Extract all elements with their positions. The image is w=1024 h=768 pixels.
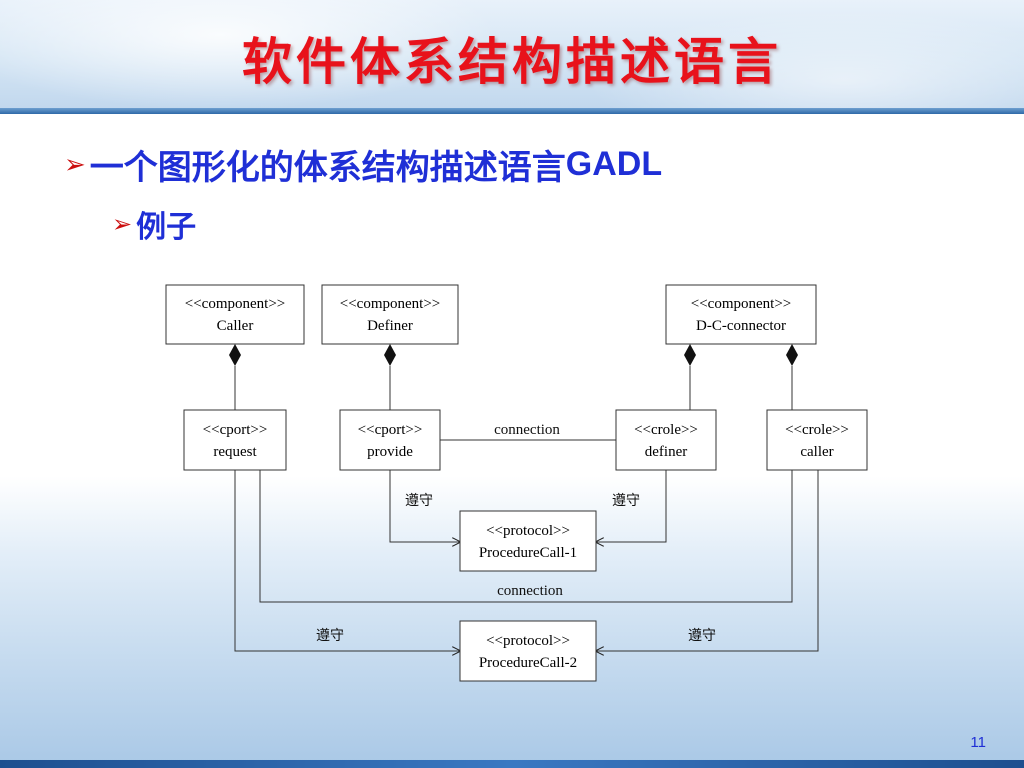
bullet-1-text: 一个图形化的体系结构描述语言 bbox=[89, 148, 566, 188]
node-stereotype: <<component>> bbox=[340, 296, 441, 312]
label-obey: 遵守 bbox=[612, 492, 640, 509]
edge-provide-proc1 bbox=[389, 470, 460, 542]
node-name: provide bbox=[367, 444, 413, 460]
node-name: request bbox=[213, 444, 257, 460]
bullet-level-2: ➢ 例子 bbox=[112, 202, 196, 246]
bullet-level-1: ➢ 一个图形化的体系结构描述语言 GADL bbox=[64, 140, 662, 189]
node-name: ProcedureCall-2 bbox=[479, 655, 577, 671]
label-obey: 遵守 bbox=[316, 627, 344, 644]
node-protocol-procedurecall-1: <<protocol>> ProcedureCall-1 bbox=[459, 510, 597, 572]
node-crole-caller: <<crole>> caller bbox=[766, 409, 868, 471]
label-obey: 遵守 bbox=[405, 492, 433, 509]
node-name: Caller bbox=[217, 318, 254, 334]
node-name: Definer bbox=[367, 318, 413, 334]
label-connection-top: connection bbox=[494, 422, 560, 438]
node-stereotype: <<cport>> bbox=[203, 422, 268, 438]
diamond-icon bbox=[384, 344, 396, 366]
title-bar bbox=[0, 0, 1024, 108]
label-obey: 遵守 bbox=[688, 627, 716, 644]
node-stereotype: <<protocol>> bbox=[486, 523, 570, 539]
diamond-icon bbox=[684, 344, 696, 366]
footer-strip bbox=[0, 760, 1024, 768]
node-name: ProcedureCall-1 bbox=[479, 545, 577, 561]
node-protocol-procedurecall-2: <<protocol>> ProcedureCall-2 bbox=[459, 620, 597, 682]
obey-edges bbox=[234, 470, 819, 651]
diamond-icon bbox=[786, 344, 798, 366]
bullet-arrow-icon: ➢ bbox=[64, 149, 86, 180]
diamond-icon bbox=[229, 344, 241, 366]
node-stereotype: <<component>> bbox=[185, 296, 286, 312]
edge-role-definer-proc1 bbox=[596, 470, 667, 542]
node-stereotype: <<crole>> bbox=[785, 422, 849, 438]
node-component-definer: <<component>> Definer bbox=[321, 284, 459, 345]
node-component-caller: <<component>> Caller bbox=[165, 284, 305, 345]
title-sheen bbox=[0, 0, 500, 108]
edge-labels: connection connection 遵守 遵守 遵守 遵守 bbox=[316, 422, 716, 644]
node-stereotype: <<protocol>> bbox=[486, 633, 570, 649]
node-stereotype: <<cport>> bbox=[358, 422, 423, 438]
node-name: definer bbox=[645, 444, 687, 460]
edge-role-caller-proc2 bbox=[596, 470, 819, 651]
page-number: 11 bbox=[970, 734, 986, 751]
node-name: D-C-connector bbox=[696, 318, 786, 334]
label-connection-mid: connection bbox=[497, 583, 563, 599]
composition-edges bbox=[234, 366, 793, 410]
node-crole-definer: <<crole>> definer bbox=[615, 409, 717, 471]
slide-title: 软件体系结构描述语言 bbox=[242, 33, 782, 91]
node-cport-provide: <<cport>> provide bbox=[339, 409, 441, 471]
edge-request-role-caller bbox=[259, 470, 793, 603]
edge-request-proc2 bbox=[234, 470, 460, 651]
node-component-dc-connector: <<component>> D-C-connector bbox=[665, 284, 817, 345]
node-cport-request: <<cport>> request bbox=[183, 409, 287, 471]
bullet-arrow-icon: ➢ bbox=[112, 210, 133, 238]
composition-diamonds bbox=[229, 344, 798, 366]
node-stereotype: <<crole>> bbox=[634, 422, 698, 438]
title-divider bbox=[0, 108, 1024, 114]
node-name: caller bbox=[800, 444, 833, 460]
bullet-2-text: 例子 bbox=[136, 210, 197, 245]
connection-edges bbox=[259, 439, 793, 603]
bullet-1-acronym: GADL bbox=[565, 145, 663, 183]
node-stereotype: <<component>> bbox=[691, 296, 792, 312]
title-sheen-right bbox=[584, 10, 1024, 108]
